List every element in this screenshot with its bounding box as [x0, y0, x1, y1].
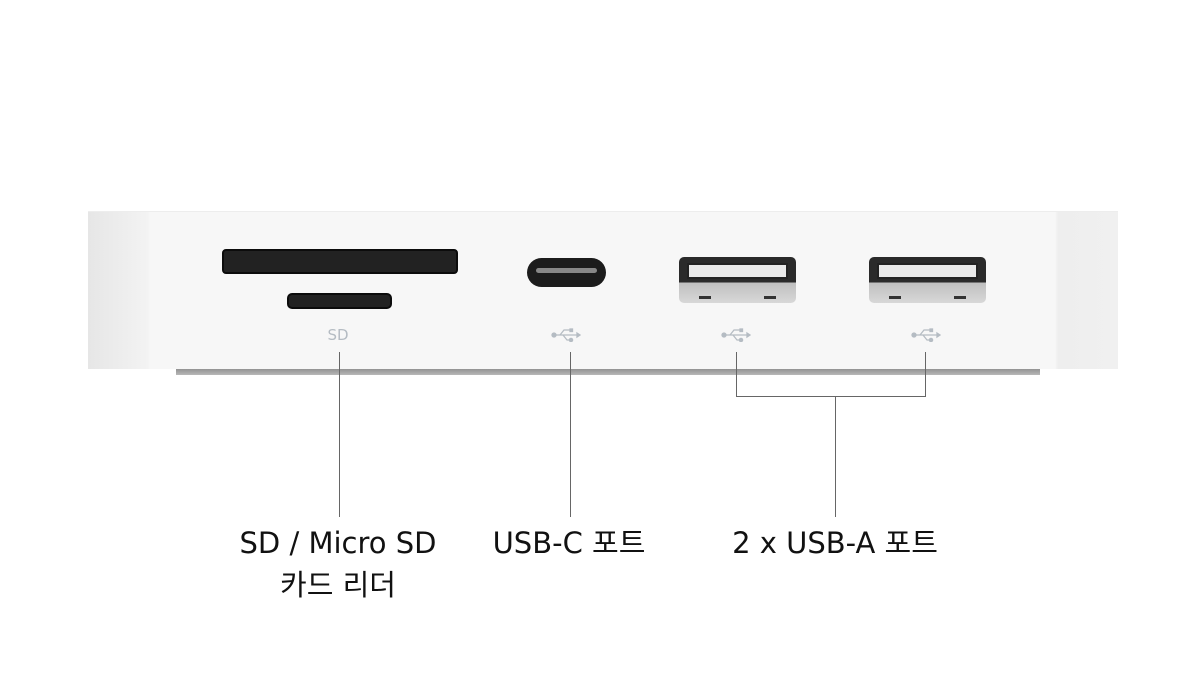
usb-a-leader-line — [835, 396, 836, 517]
usb-a-2-leader-line — [925, 352, 926, 397]
usb-c-leader-line — [570, 352, 571, 517]
usb-a-1-leader-line — [736, 352, 737, 397]
usb-a-label: 2 x USB-A 포트 — [732, 526, 938, 560]
sd-leader-line — [339, 352, 340, 517]
usb-a-bracket — [736, 396, 926, 397]
micro-sd-card-slot — [287, 293, 392, 309]
sd-card-slot — [222, 249, 458, 274]
card-reader-label-line2: 카드 리더 — [280, 568, 396, 602]
usb-icon — [911, 328, 941, 342]
usb-c-label: USB-C 포트 — [492, 526, 646, 560]
usb-c-port — [527, 258, 606, 287]
usb-icon — [721, 328, 751, 342]
card-reader-label: SD / Micro SD 카드 리더 — [240, 522, 437, 606]
usb-a-port-2 — [869, 257, 986, 303]
usb-a-port-1 — [679, 257, 796, 303]
device-bottom-shadow — [176, 368, 1040, 375]
sd-marking: SD — [327, 326, 349, 344]
card-reader-label-line1: SD / Micro SD — [239, 526, 437, 560]
usb-icon — [551, 328, 581, 342]
